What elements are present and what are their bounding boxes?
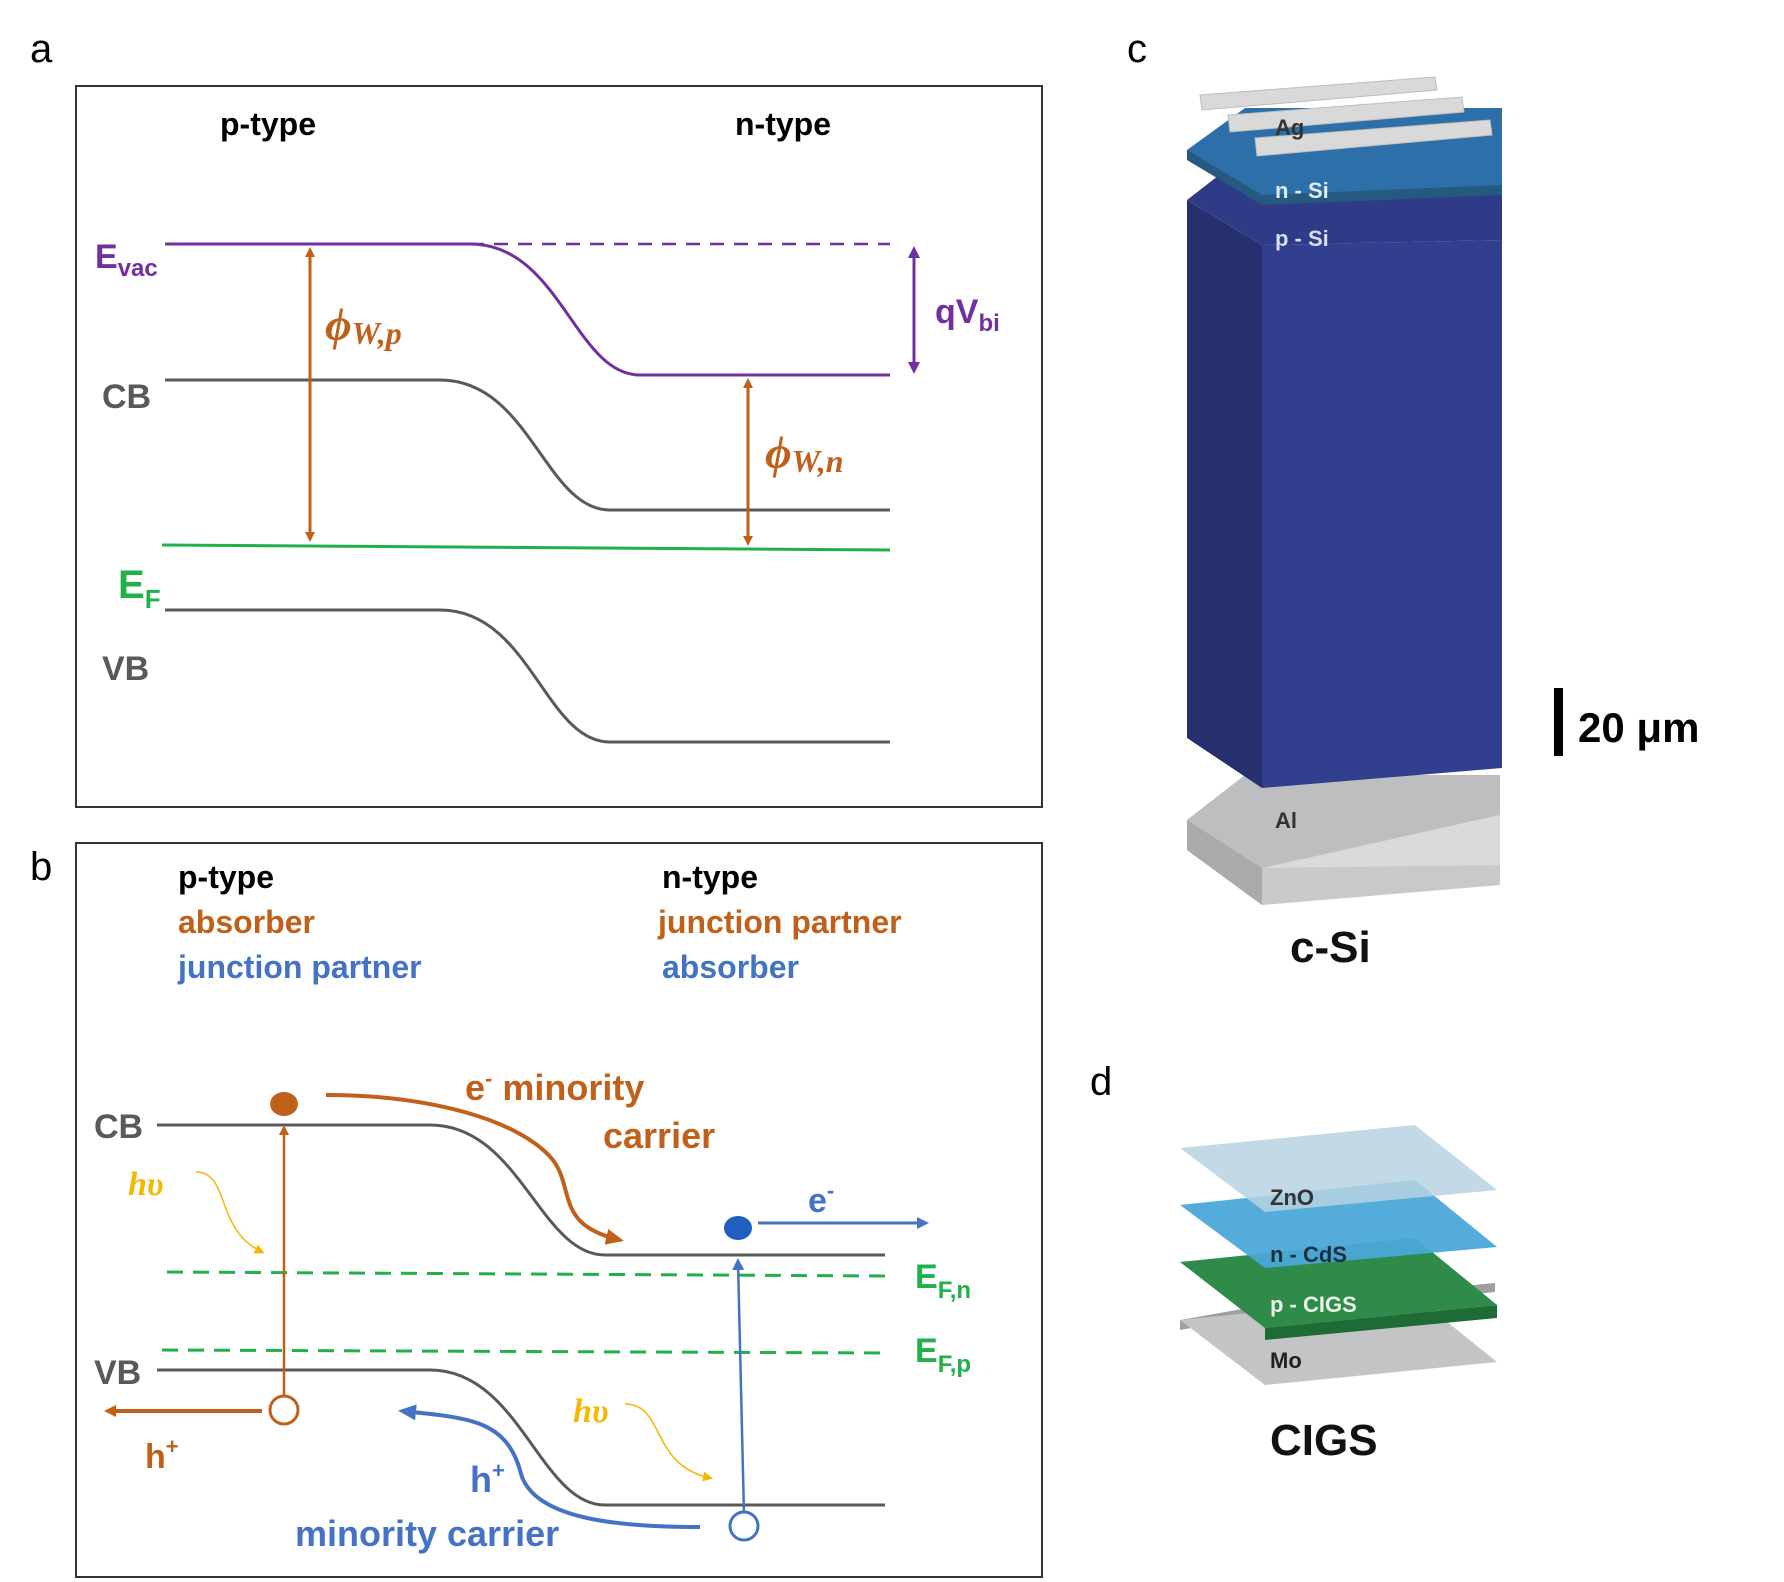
h-minority-label-carrier: minority carrier	[295, 1513, 559, 1554]
phi-wp-label: ϕW,p	[325, 299, 402, 351]
psi-left-face	[1187, 200, 1262, 788]
right-excitation-arrow	[732, 1258, 746, 1516]
scale-bar	[1554, 688, 1563, 756]
panel-b-p-type: p-type	[178, 859, 274, 895]
panel-b-n-type: n-type	[662, 859, 758, 895]
zno-label: ZnO	[1270, 1185, 1314, 1210]
cigs-title: CIGS	[1270, 1416, 1378, 1465]
right-electron-dot	[724, 1216, 752, 1240]
cb-label: CB	[102, 378, 151, 416]
panel-b-frame	[75, 842, 1043, 1578]
ag-finger-3	[1254, 119, 1493, 157]
b-cb-line	[157, 1123, 885, 1257]
vb-label: VB	[102, 650, 149, 688]
psi-front-face	[1262, 240, 1502, 788]
cds-label: n - CdS	[1270, 1242, 1347, 1267]
h-minority-arrow	[398, 1404, 701, 1529]
hv-right-label: hυ	[573, 1393, 609, 1430]
panel-c: c Al p - Si n - Si Ag 20 μm c-Si	[1127, 27, 1699, 972]
b-cb-label: CB	[94, 1108, 143, 1146]
panel-b: b p-type absorber junction partner n-typ…	[30, 842, 1043, 1578]
ef-line	[161, 543, 891, 552]
panel-b-n-role-absorber: absorber	[662, 949, 799, 985]
cigs-edge	[1265, 1305, 1497, 1340]
panel-b-letter: b	[30, 845, 52, 889]
panel-b-p-role-junction: junction partner	[177, 949, 422, 985]
evac-line	[165, 242, 890, 377]
al-left-face	[1187, 820, 1262, 905]
nsi-edge	[1187, 150, 1502, 205]
evac-label: Evac	[95, 238, 158, 282]
cigs-label: p - CIGS	[1270, 1292, 1357, 1317]
ef-label: EF	[118, 563, 161, 614]
qvbi-label: qVbi	[935, 293, 1000, 337]
panel-c-letter: c	[1127, 27, 1147, 71]
b-vb-line	[157, 1368, 885, 1507]
e-minority-arrow	[325, 1093, 624, 1245]
panel-a-p-type: p-type	[220, 106, 316, 142]
left-hole-circle	[268, 1394, 300, 1426]
right-hole-circle	[728, 1510, 760, 1542]
h-minority-label: h+	[470, 1458, 505, 1500]
scale-label: 20 μm	[1578, 704, 1699, 751]
psi-label: p - Si	[1275, 226, 1329, 251]
left-electron-dot	[270, 1092, 298, 1116]
efn-label: EF,n	[915, 1258, 971, 1304]
phi-wn-label: ϕW,n	[765, 427, 844, 479]
panel-b-n-role-junction: junction partner	[657, 904, 902, 940]
right-electron-label: e-	[808, 1178, 834, 1220]
ag-finger-1	[1199, 76, 1438, 111]
nsi-label: n - Si	[1275, 178, 1329, 203]
efn-line	[166, 1270, 886, 1278]
hv-left-wavy-arrow	[195, 1171, 265, 1254]
left-hole-label: h+	[145, 1434, 179, 1476]
al-top	[1187, 775, 1500, 868]
panel-d-letter: d	[1090, 1060, 1112, 1104]
mo-label: Mo	[1270, 1348, 1302, 1373]
vb-line	[165, 608, 890, 744]
panel-a: a p-type n-type Evac CB EF VB ϕW,p ϕW,n …	[30, 27, 1043, 808]
panel-b-p-role-absorber: absorber	[178, 904, 315, 940]
panel-d: d Mo p - CIGS n - CdS ZnO CIGS	[1090, 1060, 1497, 1465]
panel-a-n-type: n-type	[735, 106, 831, 142]
panel-a-frame	[75, 85, 1043, 808]
zno-layer	[1180, 1125, 1497, 1212]
al-side	[1187, 820, 1500, 905]
e-minority-label: e- minority	[465, 1066, 644, 1108]
csi-title: c-Si	[1290, 923, 1371, 972]
ag-label: Ag	[1275, 115, 1304, 140]
efp-label: EF,p	[915, 1332, 971, 1378]
b-vb-label: VB	[94, 1354, 141, 1392]
hv-left-label: hυ	[128, 1166, 164, 1203]
efp-line	[161, 1348, 886, 1355]
hv-right-wavy-arrow	[624, 1403, 713, 1482]
cb-line	[165, 378, 890, 512]
al-label: Al	[1275, 808, 1297, 833]
ag-finger-2	[1227, 96, 1465, 133]
e-minority-label-carrier: carrier	[603, 1115, 715, 1156]
panel-a-letter: a	[30, 27, 53, 71]
